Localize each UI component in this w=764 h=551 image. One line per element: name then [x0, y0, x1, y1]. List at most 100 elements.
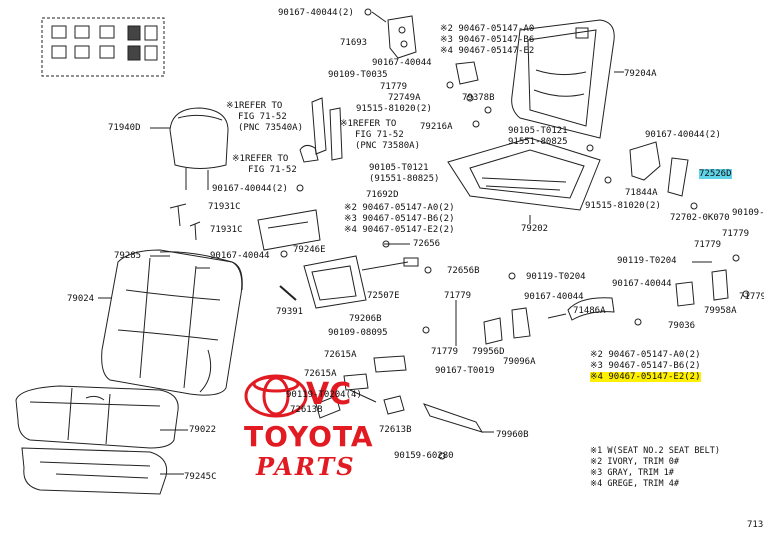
part-label: 90119-T0204	[617, 256, 677, 266]
part-label: 79285	[114, 251, 142, 261]
rod-79391	[279, 285, 297, 301]
cover-79246e	[257, 209, 321, 251]
part-label: 71692D	[366, 190, 399, 200]
part-label: 79956D	[472, 347, 505, 357]
part-label: 91551-80825	[508, 137, 568, 147]
part-label: 71779	[380, 82, 408, 92]
part-label: ※4 90467-05147-E2(2)	[590, 372, 701, 382]
part-label: 72615A	[324, 350, 357, 360]
part-label: ※1REFER TO	[226, 101, 283, 111]
part-label: 90109-	[732, 208, 764, 218]
belt-parts	[299, 97, 343, 163]
part-label: 79204A	[624, 69, 657, 79]
part-label: 71486A	[573, 306, 606, 316]
part-label: 72613B	[379, 425, 412, 435]
part-label: (PNC 73580A)	[355, 141, 421, 151]
part-label: 79378B	[462, 93, 495, 103]
part-label: 72656	[413, 239, 441, 249]
part-label: ※2 90467-05147-A0	[440, 24, 535, 34]
part-label: 90167-40044	[210, 251, 270, 261]
part-label: 90167-40044	[372, 58, 432, 68]
part-label: (PNC 73540A)	[238, 123, 304, 133]
part-label: 71931C	[208, 202, 241, 212]
part-label: 79245C	[184, 472, 217, 482]
part-label: 72507E	[367, 291, 400, 301]
part-label: 90109-T0035	[328, 70, 388, 80]
part-label: 71779	[444, 291, 472, 301]
legend-item: ※4 GREGE, TRIM 4#	[590, 479, 680, 489]
part-label: 79216A	[420, 122, 453, 132]
legend-item: ※1 W(SEAT NO.2 SEAT BELT)	[590, 446, 720, 456]
part-label: ※2 90467-05147-A0(2)	[590, 350, 701, 360]
rail-79960b	[423, 403, 494, 433]
part-label: 71779	[739, 292, 764, 302]
part-label: 72702-0K070	[670, 213, 730, 223]
recliner-79206b	[303, 255, 419, 309]
cushion-79022	[15, 385, 188, 449]
part-label: FIG 71-52	[238, 112, 287, 122]
part-label: 79024	[67, 294, 95, 304]
part-label: 90167-40044(2)	[645, 130, 721, 140]
hinge-covers	[315, 355, 407, 419]
part-label: 72526D	[699, 169, 732, 179]
part-label: 90109-08095	[328, 328, 388, 338]
hvc-logo-drawing	[244, 374, 308, 418]
brackets-right	[675, 261, 729, 307]
small-fasteners	[280, 8, 750, 460]
part-label: (91551-80825)	[369, 174, 440, 184]
part-label: 79958A	[704, 306, 737, 316]
seatback-frame	[511, 19, 624, 139]
part-label: 71940D	[108, 123, 141, 133]
part-label: 90119-T0204(4)	[286, 390, 362, 400]
part-label: 72615A	[304, 369, 337, 379]
handle-71486a	[547, 297, 615, 321]
part-label: 91515-81020(2)	[585, 201, 661, 211]
part-label: 90105-T0121	[508, 126, 568, 136]
part-label: 79202	[521, 224, 549, 234]
part-label: 79391	[276, 307, 304, 317]
headrest-drawing	[150, 107, 229, 190]
part-label: 79096A	[503, 357, 536, 367]
part-label: 91515-81020(2)	[356, 104, 432, 114]
part-label: ※3 90467-05147-B6(2)	[590, 361, 701, 371]
part-label: ※1REFER TO	[232, 154, 289, 164]
part-label: FIG 71-52	[248, 165, 297, 175]
watermark-brand: TOYOTA	[244, 420, 374, 453]
bolts-71931c	[169, 203, 201, 241]
part-label: 90167-40044(2)	[212, 184, 288, 194]
legend-item: ※2 IVORY, TRIM 0#	[590, 457, 680, 467]
part-label: 79246E	[293, 245, 326, 255]
part-label: 79022	[189, 425, 217, 435]
part-label: 90167-40044	[524, 292, 584, 302]
part-label: 79206B	[349, 314, 382, 324]
part-label: 79960B	[496, 430, 529, 440]
part-label: ※2 90467-05147-A0(2)	[344, 203, 455, 213]
part-label: 90167-40044(2)	[278, 8, 354, 18]
part-label: 79036	[668, 321, 696, 331]
part-label: 71693	[340, 38, 368, 48]
pad-79245c	[21, 447, 184, 495]
legend-item: ※3 GRAY, TRIM 1#	[590, 468, 674, 478]
part-label: 72749A	[388, 93, 421, 103]
part-label: 90167-T0019	[435, 366, 495, 376]
part-label: ※3 90467-05147-B6	[440, 35, 535, 45]
part-label: 90119-T0204	[526, 272, 586, 282]
hvc-logo-text: VC	[306, 377, 351, 412]
part-label: FIG 71-52	[355, 130, 404, 140]
part-label: 71779	[722, 229, 750, 239]
part-label: 71931C	[210, 225, 243, 235]
part-label: ※4 90467-05147-E2	[440, 46, 535, 56]
page-number: 713	[747, 520, 764, 530]
part-label: ※1REFER TO	[340, 119, 397, 129]
part-label: 72613B	[290, 405, 323, 415]
part-label: 71779	[431, 347, 459, 357]
part-label: 71779	[694, 240, 722, 250]
side-bracket	[629, 141, 689, 197]
part-label: 72656B	[447, 266, 480, 276]
part-label: ※3 90467-05147-B6(2)	[344, 214, 455, 224]
brackets-lower	[455, 300, 531, 346]
cushion-frame	[447, 137, 601, 224]
part-label: ※4 90467-05147-E2(2)	[344, 225, 455, 235]
